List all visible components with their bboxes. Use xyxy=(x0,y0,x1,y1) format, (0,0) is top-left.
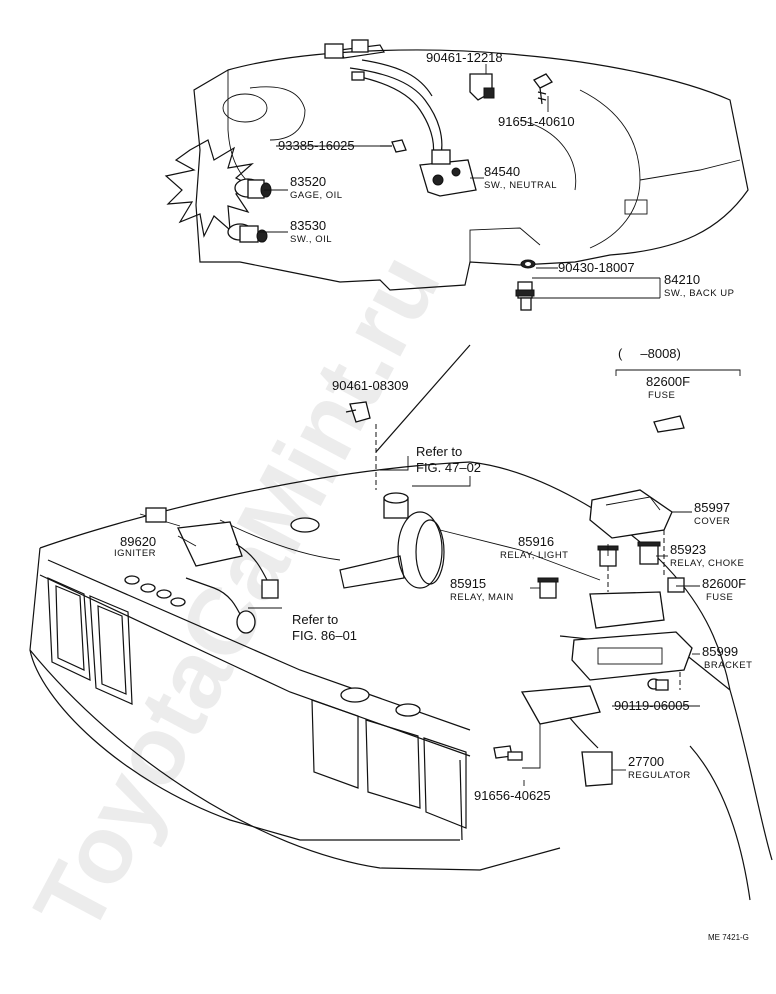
name-82600F-upper: FUSE xyxy=(648,390,675,401)
neutral-switch-harness xyxy=(324,39,443,163)
label-82600F-upper: 82600F xyxy=(646,374,690,389)
label-85997: 85997 xyxy=(694,500,730,515)
name-85997: COVER xyxy=(694,516,730,527)
name-89620: IGNITER xyxy=(114,548,156,559)
name-85999: BRACKET xyxy=(704,660,752,671)
label-85915: 85915 xyxy=(450,576,486,591)
name-84210: SW., BACK UP xyxy=(664,288,734,299)
label-83520: 83520 xyxy=(290,174,326,189)
label-84540: 84540 xyxy=(484,164,520,179)
label-90119-06005: 90119-06005 xyxy=(614,698,690,713)
label-90461-12218: 90461-12218 xyxy=(426,50,503,65)
label-90430-18007: 90430-18007 xyxy=(558,260,635,275)
cover-85997 xyxy=(589,489,673,539)
leader-lines-upper xyxy=(258,64,661,299)
neutral-switch-part xyxy=(419,149,477,197)
name-82600F-lower: FUSE xyxy=(706,592,733,603)
name-84540: SW., NEUTRAL xyxy=(484,180,557,191)
igniter-89620 xyxy=(139,507,279,634)
label-85916: 85916 xyxy=(518,534,554,549)
label-89620: 89620 xyxy=(120,534,156,549)
label-85999: 85999 xyxy=(702,644,738,659)
name-85916: RELAY, LIGHT xyxy=(500,550,568,561)
label-83530: 83530 xyxy=(290,218,326,233)
gasket-90430-18007 xyxy=(520,259,536,269)
backup-switch-84210 xyxy=(515,281,535,311)
part-labels: 90461-12218 91651-40610 93385-16025 8454… xyxy=(114,50,752,942)
label-91651-40610: 91651-40610 xyxy=(498,114,575,129)
screw-90119-06005 xyxy=(647,678,669,691)
label-84210: 84210 xyxy=(664,272,700,287)
fuse-82600F-upper xyxy=(653,415,685,433)
regulator-27700 xyxy=(520,685,613,787)
bracket-85999 xyxy=(571,631,693,681)
name-85923: RELAY, CHOKE xyxy=(670,558,744,569)
fig-47-02-label: FIG. 47–02 xyxy=(416,460,481,475)
label-range: ( –8008) xyxy=(618,346,681,361)
label-93385-16025: 93385-16025 xyxy=(278,138,355,153)
label-91656-40625: 91656-40625 xyxy=(474,788,551,803)
bolt-91656-40625 xyxy=(493,745,523,761)
diagram-code: ME 7421-G xyxy=(708,933,749,942)
refer-to-label-47: Refer to xyxy=(416,444,462,459)
clip-90461-12218 xyxy=(469,73,495,101)
fuse-block-82600F xyxy=(589,577,685,629)
oil-switch-83530 xyxy=(227,223,268,243)
bolt-91651-40610 xyxy=(533,73,553,105)
oil-gage-83520 xyxy=(234,178,272,199)
watermark: ToyotaCaMint.ru xyxy=(14,237,461,950)
refer-to-label-86: Refer to xyxy=(292,612,338,627)
name-85915: RELAY, MAIN xyxy=(450,592,514,603)
label-27700: 27700 xyxy=(628,754,664,769)
leader-lines-lower xyxy=(177,369,741,786)
fig-86-01-label: FIG. 86–01 xyxy=(292,628,357,643)
label-82600F-lower: 82600F xyxy=(702,576,746,591)
name-83520: GAGE, OIL xyxy=(290,190,343,201)
relay-choke-85923 xyxy=(637,541,661,565)
name-27700: REGULATOR xyxy=(628,770,691,781)
relay-main-85915 xyxy=(537,577,559,599)
brake-booster-drawing xyxy=(339,492,445,589)
clip-90461-08309 xyxy=(345,401,371,423)
car-body-drawing xyxy=(29,344,773,901)
name-83530: SW., OIL xyxy=(290,234,332,245)
label-90461-08309: 90461-08309 xyxy=(332,378,409,393)
label-85923: 85923 xyxy=(670,542,706,557)
